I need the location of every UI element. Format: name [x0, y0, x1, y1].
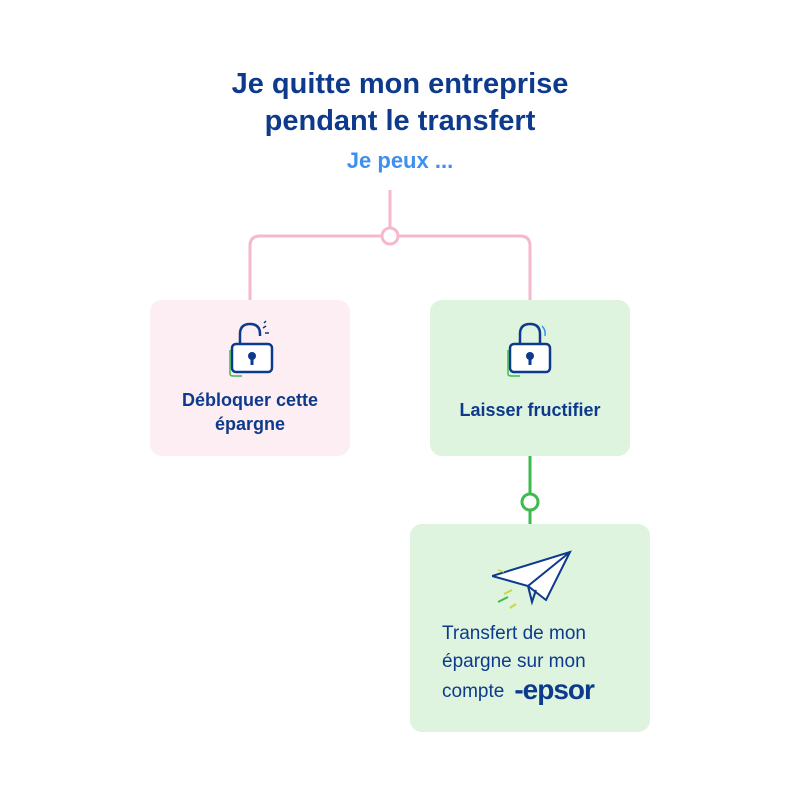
epsor-logo: -epsor: [514, 674, 595, 705]
result-line-3: compte -epsor: [442, 674, 595, 706]
green-node: [520, 492, 540, 512]
result-line-3-text: compte: [442, 681, 505, 702]
option-label-unlock-line1: Débloquer cette: [181, 390, 319, 410]
subtitle: Je peux ...: [346, 148, 454, 173]
result-card-transfer: Transfert de mon épargne sur mon compte-…: [410, 524, 650, 732]
locked-padlock-icon: [507, 322, 552, 377]
result-line-1: Transfert de mon: [442, 623, 586, 644]
paper-plane-icon: [492, 550, 572, 609]
option-label-unlock-line2: épargne: [214, 414, 286, 434]
result-text: Transfert de mon épargne sur mon compte-…: [442, 620, 595, 706]
pink-branch-node: [380, 226, 400, 246]
title-line-2: pendant le transfert: [264, 105, 536, 137]
title-line-1: Je quitte mon entreprise: [231, 68, 569, 100]
unlocked-padlock-icon: [229, 320, 274, 377]
option-card-unlock: Débloquer cette épargne: [150, 300, 350, 456]
option-card-keep: Laisser fructifier: [430, 300, 630, 456]
result-line-2: épargne sur mon: [442, 651, 586, 672]
option-label-keep: Laisser fructifier: [459, 400, 601, 420]
